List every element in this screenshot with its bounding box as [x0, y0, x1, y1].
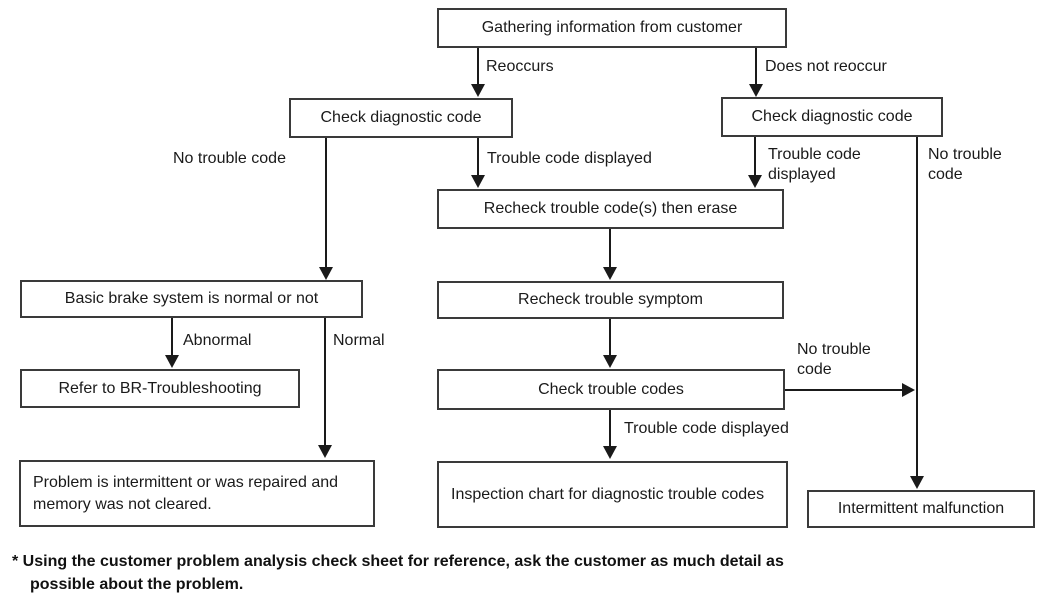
edge-label-trouble-code-displayed-mid: Trouble code displayed: [487, 150, 652, 167]
footnote-line-2: possible about the problem.: [30, 576, 244, 593]
footnote: * Using the customer problem analysis ch…: [12, 550, 784, 596]
edge-label-trouble-code-displayed-bottom: Trouble code displayed: [624, 420, 789, 437]
edge-no-trouble-code-left-line: [325, 138, 327, 268]
edge-label-no-trouble-code-left: No trouble code: [173, 150, 286, 167]
edge-does-not-reoccur-line: [755, 48, 757, 85]
edge-label-no-trouble-code-right: No trouble code: [928, 146, 1002, 183]
node-recheck-trouble-symptom: Recheck trouble symptom: [437, 281, 784, 319]
node-label: Check diagnostic code: [320, 109, 482, 126]
edge-trouble-code-displayed-right-arrowhead: [748, 175, 762, 188]
edge-does-not-reoccur-arrowhead: [749, 84, 763, 97]
node-label: Check trouble codes: [538, 380, 684, 398]
node-check-trouble-codes: Check trouble codes: [437, 369, 785, 410]
node-intermittent-malfunction: Intermittent malfunction: [807, 490, 1035, 528]
edge-no-trouble-code-right-arrowhead: [910, 476, 924, 489]
edge-label-abnormal: Abnormal: [183, 332, 252, 349]
node-label: Basic brake system is normal or not: [64, 290, 319, 307]
node-label: Inspection chart for diagnostic trouble …: [451, 485, 765, 503]
footnote-line-1: * Using the customer problem analysis ch…: [12, 553, 784, 570]
edge-normal-line: [324, 318, 326, 446]
edge-symptom-to-check-line: [609, 319, 611, 356]
node-label: Gathering information from customer: [481, 19, 743, 36]
edge-label-no-trouble-code-mid: No trouble code: [797, 341, 871, 378]
edge-symptom-to-check-arrowhead: [603, 355, 617, 368]
node-check-diagnostic-code-left: Check diagnostic code: [289, 98, 513, 138]
edge-no-trouble-code-right-line: [916, 137, 918, 477]
edge-label-does-not-reoccur: Does not reoccur: [765, 58, 887, 75]
node-recheck-trouble-codes-erase: Recheck trouble code(s) then erase: [437, 189, 784, 229]
node-problem-intermittent: Problem is intermittent or was repaired …: [19, 460, 375, 527]
node-inspection-chart: Inspection chart for diagnostic trouble …: [437, 461, 788, 528]
edge-trouble-code-displayed-mid-line: [477, 138, 479, 176]
edge-erase-to-symptom-line: [609, 229, 611, 268]
edge-check-to-inspection-arrowhead: [603, 446, 617, 459]
edge-abnormal-line: [171, 318, 173, 356]
node-label: Intermittent malfunction: [837, 500, 1005, 517]
node-label: Problem is intermittent or was repaired …: [33, 473, 339, 513]
edge-reoccurs-arrowhead: [471, 84, 485, 97]
edge-label-trouble-code-displayed-right: Trouble code displayed: [768, 146, 861, 183]
node-label: Recheck trouble symptom: [518, 291, 703, 308]
edge-no-trouble-code-left-arrowhead: [319, 267, 333, 280]
node-label: Check diagnostic code: [751, 108, 913, 125]
edge-check-to-inspection-line: [609, 410, 611, 447]
node-label: Recheck trouble code(s) then erase: [483, 200, 738, 217]
edge-label-normal: Normal: [333, 332, 385, 349]
edge-trouble-code-displayed-mid-arrowhead: [471, 175, 485, 188]
edge-label-reoccurs: Reoccurs: [486, 58, 554, 75]
node-check-diagnostic-code-right: Check diagnostic code: [721, 97, 943, 137]
node-label: Refer to BR-Troubleshooting: [58, 379, 262, 397]
edge-no-trouble-code-mid-arrowhead: [902, 383, 915, 397]
edge-abnormal-arrowhead: [165, 355, 179, 368]
edge-erase-to-symptom-arrowhead: [603, 267, 617, 280]
node-gathering-information: Gathering information from customer: [437, 8, 787, 48]
edge-no-trouble-code-mid-line: [785, 389, 903, 391]
node-refer-br-troubleshooting: Refer to BR-Troubleshooting: [20, 369, 300, 408]
edge-reoccurs-line: [477, 48, 479, 85]
edge-trouble-code-displayed-right-line: [754, 137, 756, 176]
node-basic-brake-system: Basic brake system is normal or not: [20, 280, 363, 318]
edge-normal-arrowhead: [318, 445, 332, 458]
